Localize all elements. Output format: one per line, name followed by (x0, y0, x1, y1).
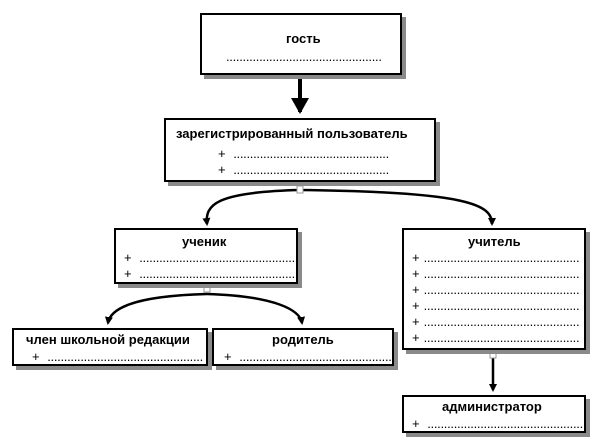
row-dots: ........................................… (423, 266, 580, 281)
node-row: +.......................................… (412, 298, 580, 314)
node-admin: администратор + ........................… (402, 395, 586, 433)
row-prefix: + (32, 349, 40, 364)
node-teacher: учитель +...............................… (402, 228, 586, 350)
node-parent: родитель + .............................… (212, 328, 395, 366)
row-dots: ........................................… (233, 162, 389, 177)
row-dots: ........................................… (423, 298, 580, 313)
edge-registered-student (202, 188, 301, 226)
node-row: + ......................................… (124, 266, 295, 282)
node-row: +.......................................… (412, 330, 580, 346)
junction-registered (296, 185, 304, 194)
row-prefix: + (218, 162, 226, 177)
row-prefix: + (412, 266, 420, 281)
node-row: + ......................................… (412, 416, 583, 432)
node-registered-user: зарегистрированный пользователь + ......… (164, 118, 436, 182)
node-student: ученик + ...............................… (114, 228, 298, 284)
node-title: родитель (272, 332, 334, 347)
row-dots: ........................................… (423, 330, 580, 345)
node-guest: гость ..................................… (200, 13, 402, 75)
node-row: + ......................................… (218, 162, 389, 178)
node-title: учитель (468, 234, 521, 249)
row-prefix: + (412, 314, 420, 329)
node-row: +.......................................… (412, 314, 580, 330)
row-dots: ........................................… (427, 416, 583, 431)
row-prefix: + (224, 349, 232, 364)
row-dots: ........................................… (423, 250, 580, 265)
row-prefix: + (412, 330, 420, 345)
node-row: +.......................................… (412, 250, 580, 266)
node-title: зарегистрированный пользователь (176, 126, 408, 141)
row-prefix: + (124, 250, 132, 265)
node-editorial-member: член школьной редакции + ...............… (12, 328, 208, 366)
row-dots: ........................................… (239, 349, 395, 364)
row-prefix: + (412, 298, 420, 313)
node-row: ........................................… (226, 49, 382, 64)
row-dots: ........................................… (423, 314, 580, 329)
node-row: +.......................................… (412, 266, 580, 282)
row-prefix: + (218, 146, 226, 161)
row-dots: ........................................… (47, 349, 203, 364)
node-row: +.......................................… (412, 282, 580, 298)
row-prefix: + (124, 266, 132, 281)
node-row: + ......................................… (224, 349, 395, 365)
row-dots: ........................................… (139, 266, 295, 281)
row-prefix: + (412, 250, 420, 265)
edge-registered-teacher (299, 188, 496, 226)
row-dots: ........................................… (233, 146, 389, 161)
node-row: + ......................................… (218, 146, 389, 162)
row-dots: ........................................… (423, 282, 580, 297)
node-title: член школьной редакции (26, 332, 190, 347)
node-title: гость (286, 31, 321, 46)
row-prefix: + (412, 282, 420, 297)
node-row: + ......................................… (124, 250, 295, 266)
junction-teacher (489, 350, 497, 359)
row-dots: ........................................… (139, 250, 295, 265)
row-prefix: + (412, 416, 420, 431)
node-row: + ......................................… (32, 349, 203, 365)
junction-student (203, 284, 211, 293)
edge-student-editor (104, 292, 208, 325)
node-title: администратор (442, 399, 542, 414)
node-title: ученик (182, 234, 227, 249)
edge-student-parent (206, 292, 306, 325)
